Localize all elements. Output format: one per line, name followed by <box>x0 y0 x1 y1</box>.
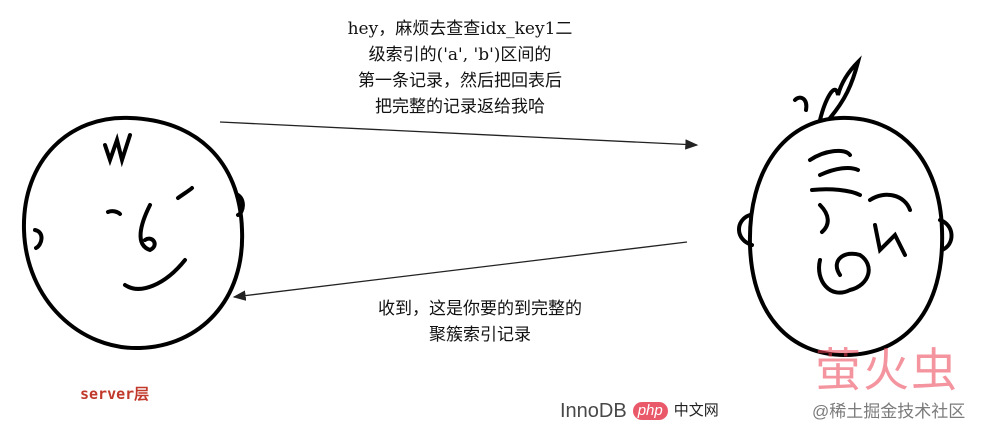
watermark-juejin: @稀土掘金技术社区 <box>812 402 966 421</box>
request-arrow <box>219 121 699 150</box>
request-line: 第一条记录，然后把回表后 <box>358 71 562 91</box>
watermark-firefly: 萤火虫 <box>815 343 959 397</box>
request-line: hey，麻烦去查查idx_key1二 <box>347 19 573 39</box>
watermark-php-cn: 中文网 <box>673 402 719 419</box>
response-message: 收到，这是你要的到完整的 聚簇索引记录 <box>330 296 630 348</box>
request-line: 把完整的记录返给我哈 <box>375 97 545 117</box>
innodb-label: InnoDB <box>560 400 627 422</box>
response-line: 收到，这是你要的到完整的 <box>378 299 582 319</box>
response-arrow <box>232 241 688 301</box>
watermark-php-logo: php <box>632 402 668 420</box>
request-line: 级索引的('a', 'b')区间的 <box>368 45 552 65</box>
server-face-icon <box>21 115 245 351</box>
watermark-row: InnoDB php 中文网 <box>560 400 719 422</box>
innodb-face-icon <box>737 55 954 358</box>
request-message: hey，麻烦去查查idx_key1二 级索引的('a', 'b')区间的 第一条… <box>290 16 630 120</box>
server-label: server层 <box>80 385 150 403</box>
response-line: 聚簇索引记录 <box>429 325 531 345</box>
